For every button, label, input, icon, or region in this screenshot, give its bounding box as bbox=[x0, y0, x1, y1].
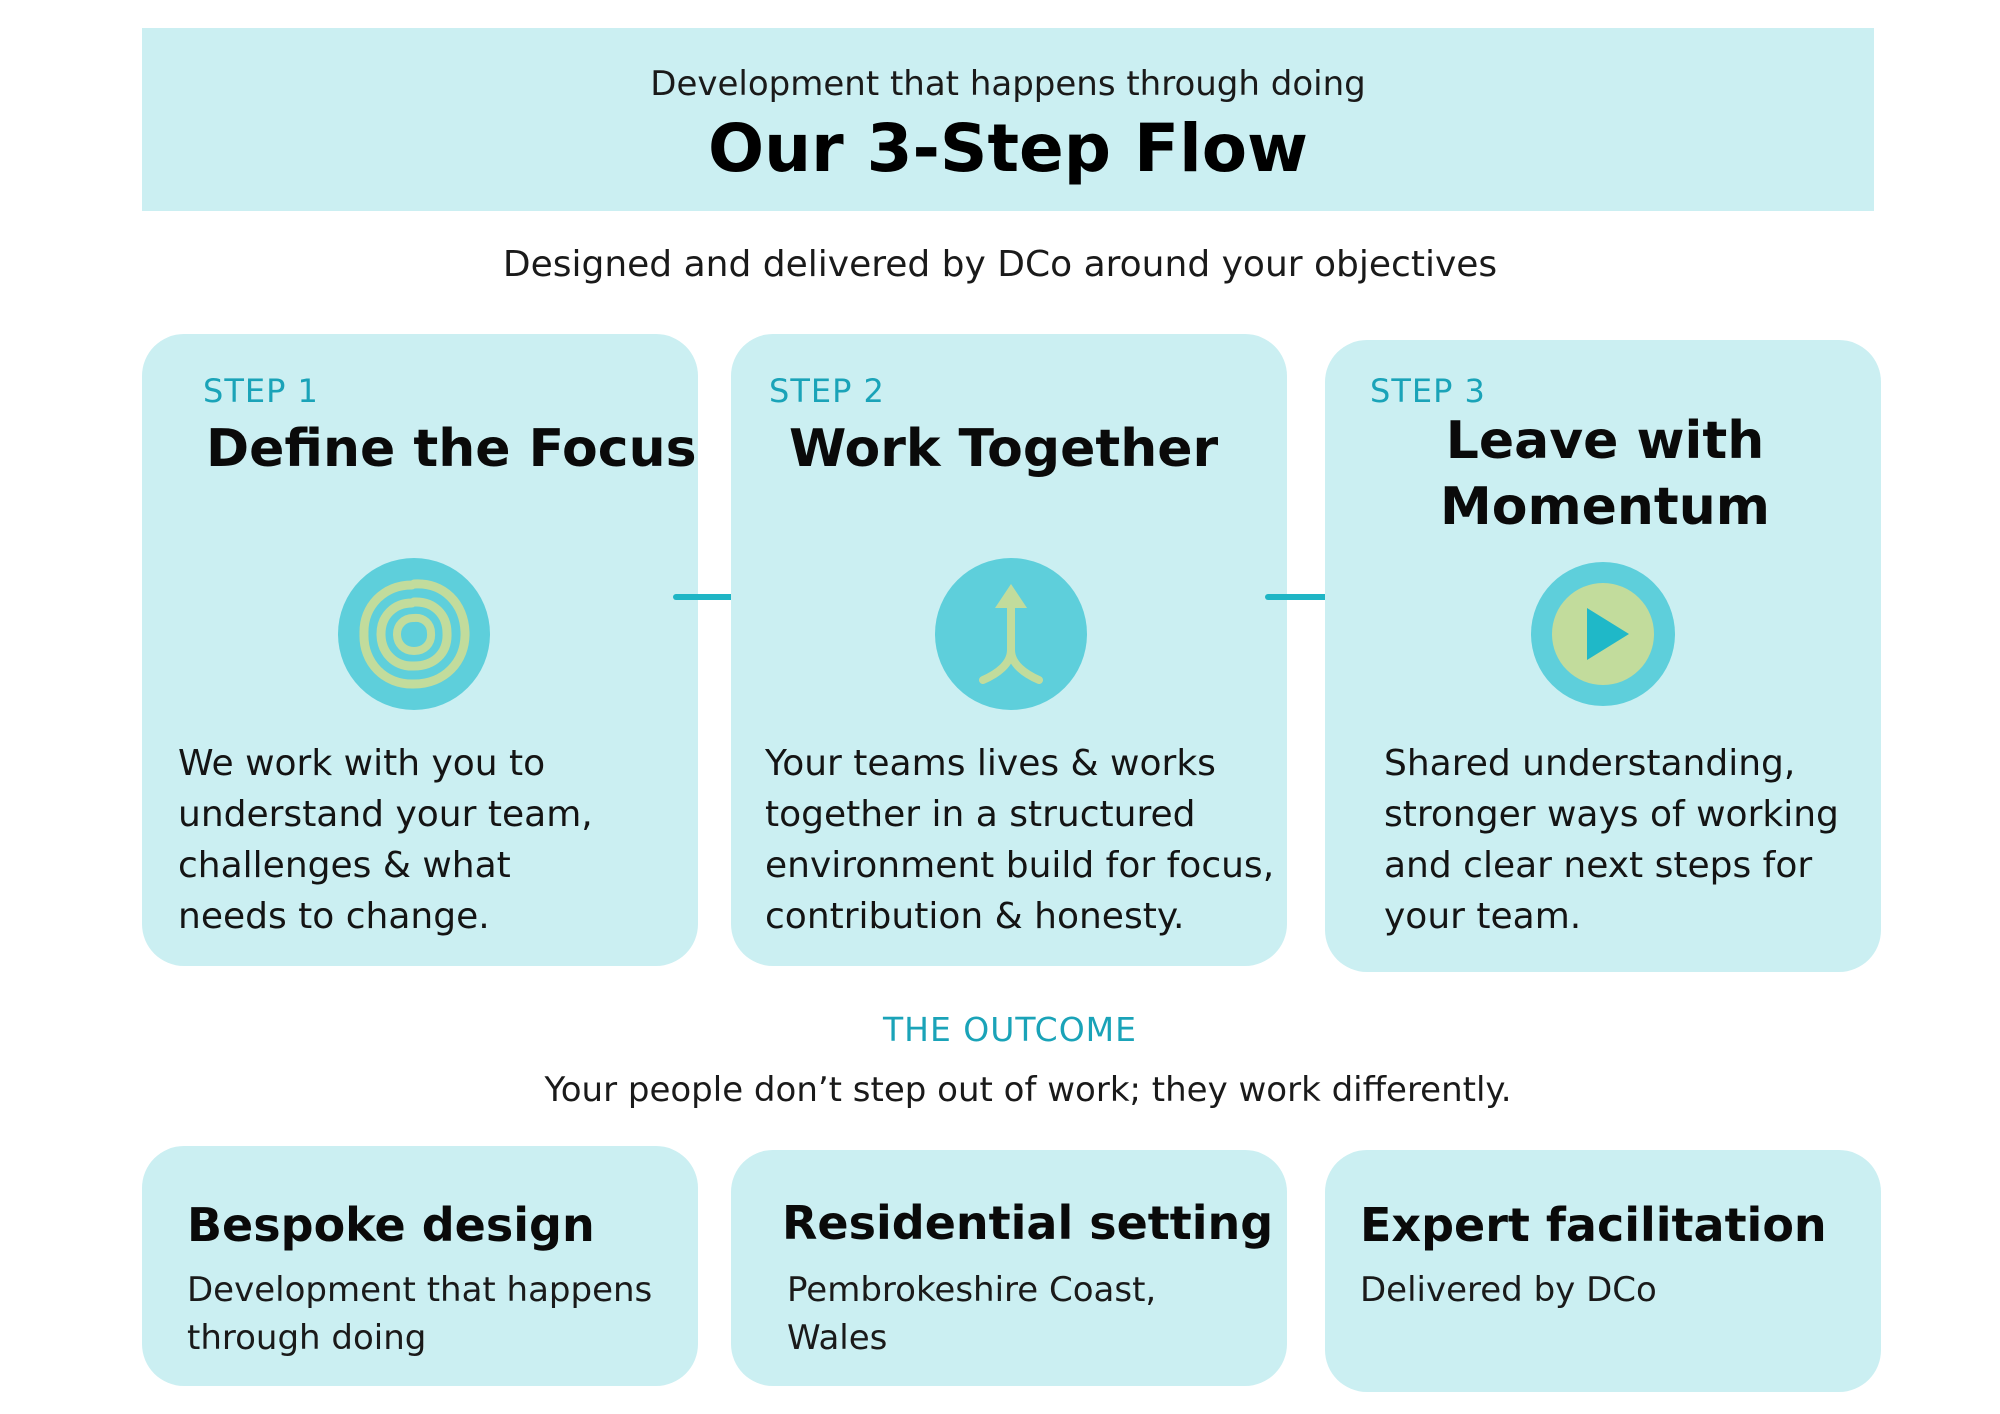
feature-body: Delivered by DCo bbox=[1360, 1266, 1657, 1314]
step-body-line: We work with you to bbox=[178, 743, 546, 784]
step-body-line: challenges & what bbox=[178, 845, 511, 886]
feature-body-line: Delivered by DCo bbox=[1360, 1270, 1657, 1310]
outcome-label: THE OUTCOME bbox=[882, 1010, 1137, 1049]
feature-body-line: Wales bbox=[787, 1318, 888, 1358]
step-card-1: STEP 1 Define the Focus We work with you… bbox=[142, 334, 698, 966]
step-card-2: STEP 2 Work Together Your teams lives & … bbox=[731, 334, 1287, 966]
step-body-line: your team. bbox=[1384, 896, 1582, 937]
step-title-line: Leave with bbox=[1445, 411, 1765, 471]
step-title: Define the Focus bbox=[206, 419, 697, 479]
feature-card-bespoke: Bespoke design Development that happens … bbox=[142, 1146, 698, 1386]
step-title: Work Together bbox=[789, 419, 1219, 479]
step-label: STEP 2 bbox=[769, 372, 885, 410]
feature-title: Residential setting bbox=[782, 1196, 1274, 1250]
outcome-text: Your people don’t step out of work; they… bbox=[544, 1070, 1512, 1110]
tagline: Designed and delivered by DCo around you… bbox=[502, 244, 1498, 285]
step-label: STEP 1 bbox=[203, 372, 319, 410]
feature-body-line: Development that happens bbox=[187, 1270, 653, 1310]
feature-title: Expert facilitation bbox=[1360, 1198, 1827, 1252]
step-body-line: contribution & honesty. bbox=[765, 896, 1185, 937]
step-body-line: understand your team, bbox=[178, 794, 593, 835]
play-icon bbox=[1531, 562, 1675, 706]
step-body: Shared understanding, stronger ways of w… bbox=[1384, 738, 1839, 942]
step-body-line: environment build for focus, bbox=[765, 845, 1275, 886]
target-rings-icon bbox=[338, 558, 490, 710]
feature-body: Pembrokeshire Coast, Wales bbox=[787, 1266, 1156, 1362]
step-card-3: STEP 3 Leave with Momentum Shared unders… bbox=[1325, 340, 1881, 972]
feature-card-residential: Residential setting Pembrokeshire Coast,… bbox=[731, 1150, 1287, 1386]
step-body-line: Your teams lives & works bbox=[765, 743, 1216, 784]
header-subtitle: Development that happens through doing bbox=[650, 64, 1366, 104]
header-banner: Development that happens through doing O… bbox=[142, 28, 1874, 211]
step-body-line: and clear next steps for bbox=[1384, 845, 1813, 886]
step-body: Your teams lives & works together in a s… bbox=[765, 738, 1274, 942]
merge-arrow-icon bbox=[935, 558, 1087, 710]
step-title: Leave with Momentum bbox=[1325, 408, 1885, 540]
step-body-line: together in a structured bbox=[765, 794, 1196, 835]
feature-title: Bespoke design bbox=[187, 1198, 595, 1252]
feature-card-facilitation: Expert facilitation Delivered by DCo bbox=[1325, 1150, 1881, 1392]
step-title-line: Momentum bbox=[1439, 477, 1770, 537]
feature-body: Development that happens through doing bbox=[187, 1266, 652, 1362]
step-label: STEP 3 bbox=[1370, 372, 1486, 410]
feature-body-line: through doing bbox=[187, 1318, 427, 1358]
page-title: Our 3-Step Flow bbox=[707, 110, 1309, 187]
step-body-line: stronger ways of working bbox=[1384, 794, 1839, 835]
step-body: We work with you to understand your team… bbox=[178, 738, 593, 942]
step-body-line: Shared understanding, bbox=[1384, 743, 1796, 784]
step-body-line: needs to change. bbox=[178, 896, 490, 937]
feature-body-line: Pembrokeshire Coast, bbox=[787, 1270, 1157, 1310]
